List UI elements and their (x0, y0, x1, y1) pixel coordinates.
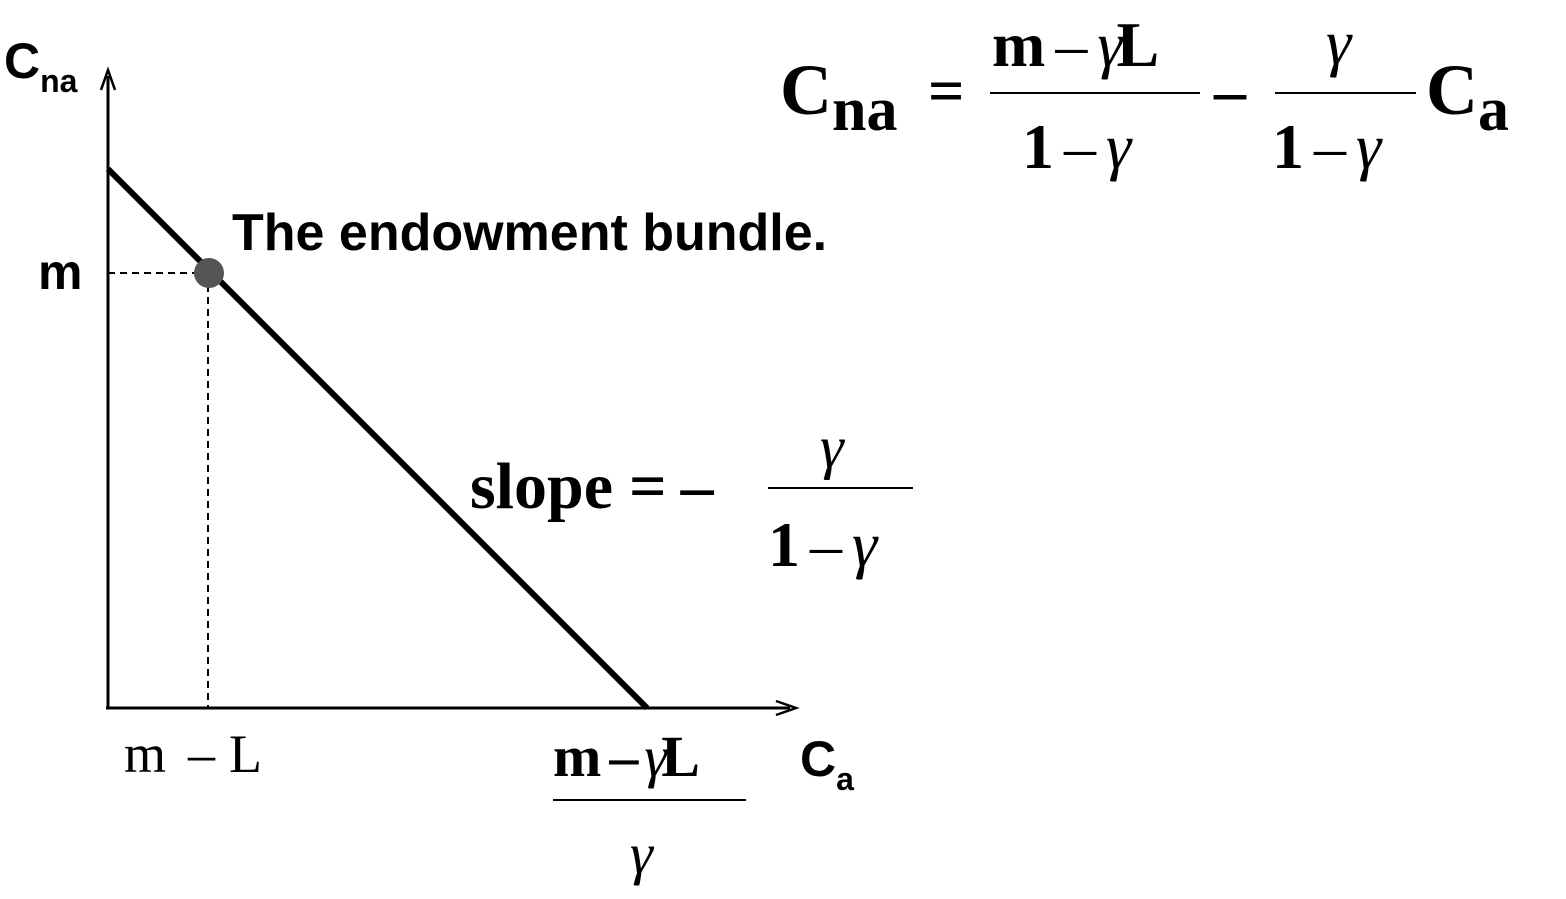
equation-minus: – (1213, 55, 1247, 126)
equation-frac1-numerator: m–γL (992, 9, 1159, 80)
equation-frac1-denominator: 1–γ (1022, 111, 1133, 182)
equation-rhs: Ca (1426, 50, 1509, 144)
budget-equation: Cna = m–γL 1–γ – γ 1–γ Ca (780, 7, 1509, 182)
equation-frac2-numerator: γ (1326, 7, 1353, 78)
arrow-up-icon (99, 66, 117, 91)
equation-frac2-denominator: 1–γ (1272, 111, 1383, 182)
slope-text: slope=– (470, 450, 715, 523)
endowment-label: The endowment bundle. (232, 204, 827, 262)
slope-label: slope=– γ 1–γ (470, 414, 913, 580)
equation-equals: = (928, 55, 964, 126)
equation-lhs: Cna (780, 50, 897, 144)
endowment-point (194, 258, 224, 288)
x-axis-label: Ca (800, 731, 854, 797)
slope-numerator: γ (820, 414, 845, 480)
arrow-right-icon (775, 699, 800, 717)
budget-line (105, 166, 650, 711)
y-axis-label: Cna (4, 33, 78, 99)
slope-denominator: 1–γ (768, 509, 879, 580)
y-tick-m: m (38, 244, 82, 300)
x-intercept-denominator: γ (630, 821, 655, 886)
x-intercept-fraction: m–γL γ (553, 724, 746, 886)
x-tick-m-minus-l: m–L (124, 724, 262, 784)
x-intercept-numerator: m–γL (553, 724, 700, 789)
